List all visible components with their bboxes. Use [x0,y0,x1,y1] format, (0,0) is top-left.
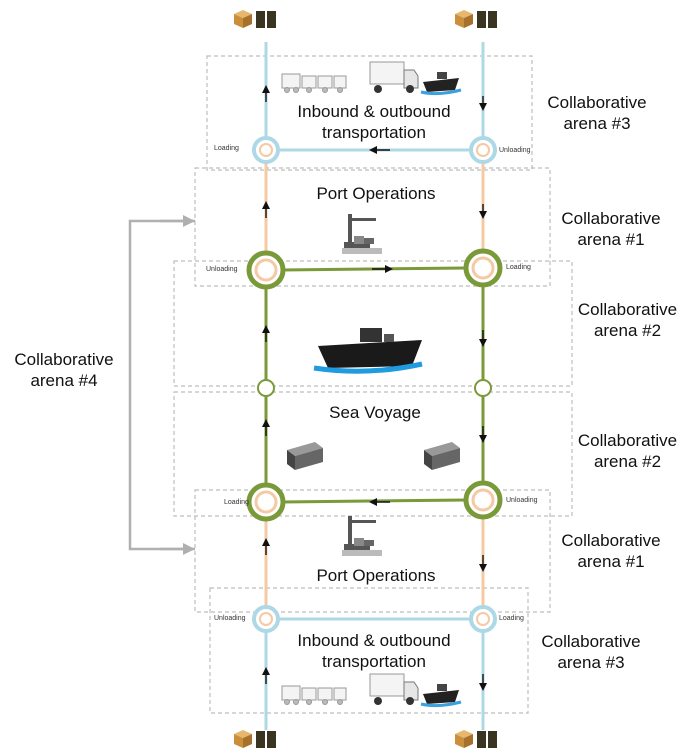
container-icon [287,442,323,470]
node-upper-port-right [463,248,503,288]
node-label-top-left: Loading [214,145,239,152]
arena-box-1-bottom [194,489,551,613]
arena-box-1-top [194,167,551,287]
node-upper-port-left [246,250,286,290]
truck-icon [369,61,419,93]
section-inbound-top: Inbound & outbound transportation [297,102,451,142]
node-bottom-right [469,605,497,633]
node-label-lower-port-left: Loading [224,499,249,506]
cargo-boxes-icon [455,10,497,28]
node-label-lower-port-right: Unloading [506,497,538,504]
arena-box-2-upper [173,260,573,387]
node-midsea-left [257,379,275,397]
arena-label-4: Collaborative arena #4 [14,350,114,390]
node-lower-port-right [463,480,503,520]
section-inbound-bottom: Inbound & outbound transportation [297,631,451,671]
arena-box-3-bottom [209,587,529,714]
arena-label-1-bottom: Collaborative arena #1 [561,531,661,571]
container-icon [424,442,460,470]
node-label-bottom-left: Unloading [214,615,246,622]
arena-label-1-top: Collaborative arena #1 [561,209,661,249]
node-midsea-right [474,379,492,397]
arena-boxes [173,55,573,714]
direction-arrows [262,85,487,691]
cargo-boxes-icon [234,730,276,748]
port-crane-icon [342,214,382,254]
arena-box-3-top [206,55,533,171]
arena-4-bracket [128,215,195,555]
cargo-boxes-icon [234,10,276,28]
arena-label-2-lower: Collaborative arena #2 [577,431,678,471]
port-crane-icon [342,516,382,556]
arena-label-2-upper: Collaborative arena #2 [577,300,678,340]
section-sea-voyage: Sea Voyage [329,403,421,422]
node-label-bottom-right: Loading [499,615,524,622]
train-icon [281,73,347,93]
node-top-right [469,136,497,164]
node-top-left [252,136,280,164]
arena-label-3-bottom: Collaborative arena #3 [541,632,641,672]
ship-icon [313,328,423,374]
node-label-upper-port-right: Loading [506,264,531,271]
ship-icon [420,684,462,708]
node-label-top-right: Unloading [499,147,531,154]
node-lower-port-left [246,482,286,522]
section-port-bottom: Port Operations [316,566,436,585]
truck-icon [369,673,419,705]
cargo-boxes-icon [455,730,497,748]
arena-label-3-top: Collaborative arena #3 [547,93,647,133]
node-label-upper-port-left: Unloading [206,266,238,273]
section-port-top: Port Operations [316,184,436,203]
ship-icon [420,72,462,96]
train-icon [281,685,347,705]
node-bottom-left [252,605,280,633]
arena-box-2-lower [173,391,573,517]
